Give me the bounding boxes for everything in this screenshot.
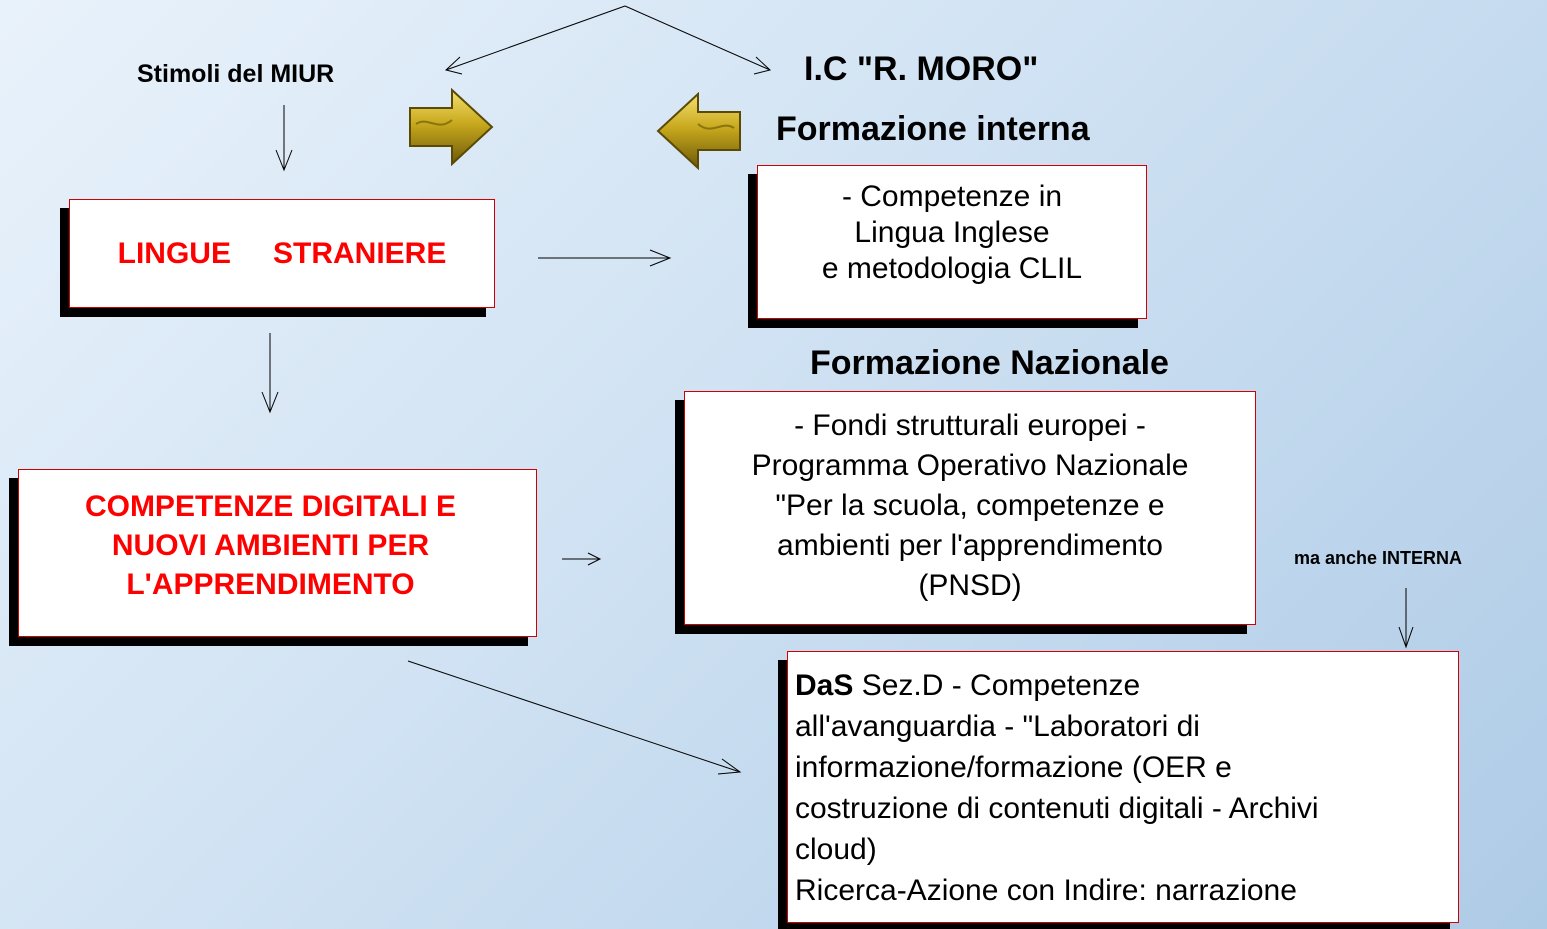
arrow-competenze-das xyxy=(407,660,741,773)
fondi-line: - Fondi strutturali europei - xyxy=(794,409,1146,442)
formazione-nazionale-label: Formazione Nazionale xyxy=(810,344,1169,382)
das-box: DaS Sez.D - Competenze all'avanguardia -… xyxy=(787,651,1459,923)
ic-moro-label: I.C "R. MORO" xyxy=(804,50,1039,88)
fondi-line: (PNSD) xyxy=(918,569,1022,602)
competenze-line: COMPETENZE DIGITALI E xyxy=(84,490,457,523)
das-line: all'avanguardia - "Laboratori di xyxy=(795,710,1200,743)
das-line: Ricerca-Azione con Indire: narrazione xyxy=(795,874,1297,907)
arrowhead-moro xyxy=(753,56,772,75)
gold-arrow-right-icon xyxy=(409,88,494,166)
gold-arrow-left-icon xyxy=(656,92,741,170)
lingue-straniere-box: LINGUE STRANIERE xyxy=(69,199,495,308)
straniere-word: STRANIERE xyxy=(272,237,447,270)
inglese-line: Lingua Inglese xyxy=(854,216,1050,249)
inglese-line: e metodologia CLIL xyxy=(821,252,1083,285)
inglese-clil-box: - Competenze in Lingua Inglese e metodol… xyxy=(757,165,1147,319)
fondi-strutturali-box: - Fondi strutturali europei - Programma … xyxy=(684,391,1256,625)
das-bold: DaS xyxy=(795,669,854,702)
competenze-line: L'APPRENDIMENTO xyxy=(126,568,415,601)
top-caret-right xyxy=(624,5,771,71)
fondi-line: "Per la scuola, competenze e xyxy=(775,489,1165,522)
das-line: DaS Sez.D - Competenze xyxy=(795,665,1319,706)
das-first-rest: Sez.D - Competenze xyxy=(853,669,1141,702)
top-caret-left xyxy=(445,5,626,71)
das-line: cloud) xyxy=(795,833,877,866)
stimoli-label: Stimoli del MIUR xyxy=(137,60,335,88)
fondi-line: ambienti per l'apprendimento xyxy=(777,529,1163,562)
arrowhead-stimoli xyxy=(444,56,463,75)
inglese-line: - Competenze in xyxy=(841,180,1063,213)
competenze-line: NUOVI AMBIENTI PER xyxy=(111,529,430,562)
competenze-digitali-box: COMPETENZE DIGITALI E NUOVI AMBIENTI PER… xyxy=(18,469,537,637)
lingue-word: LINGUE xyxy=(117,237,231,270)
das-line: informazione/formazione (OER e xyxy=(795,751,1232,784)
das-line: costruzione di contenuti digitali - Arch… xyxy=(795,792,1319,825)
ma-anche-label: ma anche INTERNA xyxy=(1294,548,1463,568)
formazione-interna-label: Formazione interna xyxy=(776,110,1090,148)
fondi-line: Programma Operativo Nazionale xyxy=(751,449,1189,482)
